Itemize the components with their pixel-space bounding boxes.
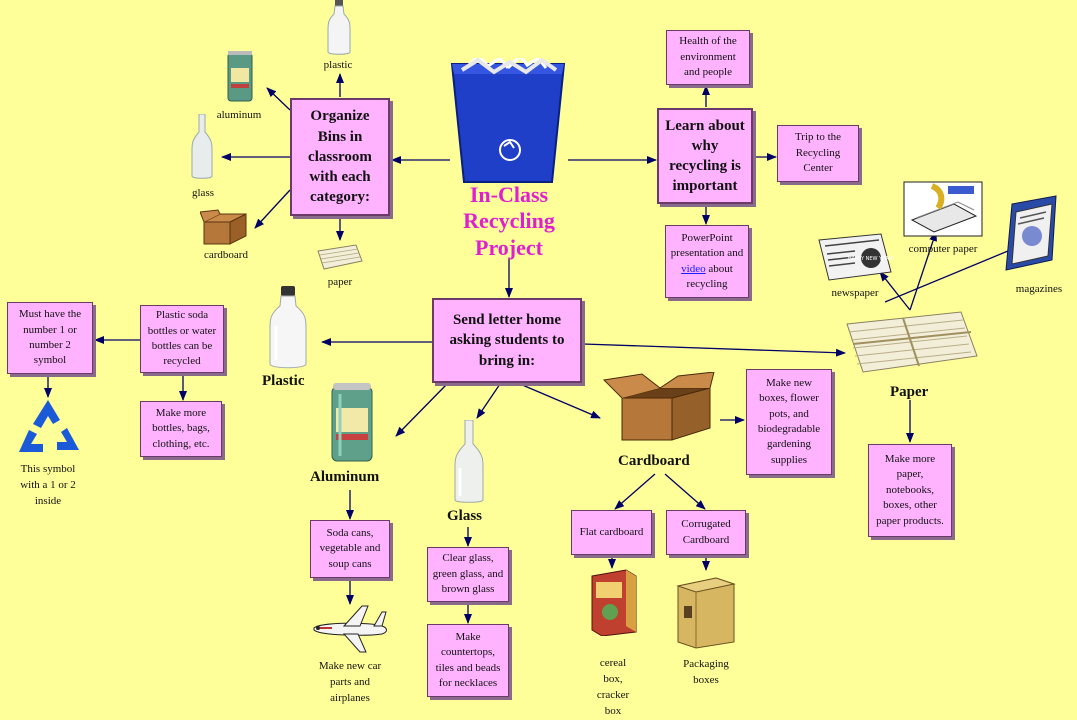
send-letter-box: Send letter home asking students to brin… xyxy=(432,298,582,383)
title-line-3: Project xyxy=(475,234,543,260)
aluminum-can-small-icon xyxy=(227,51,253,102)
glass-bottle-icon xyxy=(454,420,484,503)
recycling-bin-icon xyxy=(450,58,566,183)
newspaper-icon: HAPPY NEW YEAR! xyxy=(818,233,894,281)
cereal-box-icon xyxy=(591,569,637,636)
organize-glass-label: glass xyxy=(192,187,214,199)
plastic-bottle-small-icon xyxy=(327,0,351,55)
paper-label: Paper xyxy=(890,384,929,400)
video-link[interactable]: video xyxy=(681,262,706,275)
arrow-send-aluminum xyxy=(395,383,448,437)
arrow-org-aluminum xyxy=(266,87,291,111)
organize-cardboard-label: cardboard xyxy=(204,249,248,261)
symbol-caption-line-3: inside xyxy=(34,494,62,507)
powerpoint-text: PowerPoint presentation and video about … xyxy=(670,231,744,293)
packaging-box-icon xyxy=(676,577,736,649)
symbol-caption-line-1: This symbol xyxy=(20,463,76,475)
arrow-send-glass xyxy=(476,383,501,419)
make-bottles-box: Make more bottles, bags, clothing, etc. xyxy=(140,401,222,457)
aluminum-can-icon xyxy=(331,383,373,462)
new-car-parts-line-1: Make new car xyxy=(318,660,382,672)
title-line-1: In-Class xyxy=(469,182,549,207)
packaging-caption-line-1: Packaging xyxy=(683,658,729,670)
newspaper-headline: HAPPY NEW YEAR! xyxy=(848,256,894,262)
trip-box: Trip to the Recycling Center xyxy=(777,125,859,182)
must-have-symbol-box: Must have the number 1 or number 2 symbo… xyxy=(7,302,93,374)
make-more-paper-box: Make more paper, notebooks, boxes, other… xyxy=(868,444,952,537)
arrow-org-cardboard xyxy=(254,189,291,229)
paper-stack-small-icon xyxy=(317,244,363,270)
organize-paper-label: paper xyxy=(327,276,353,288)
arrow-send-paper xyxy=(582,343,846,357)
make-new-boxes-box: Make new boxes, flower pots, and biodegr… xyxy=(746,369,832,475)
cardboard-box-icon xyxy=(602,372,715,441)
organize-bins-box: Organize Bins in classroom with each cat… xyxy=(290,98,390,216)
new-car-parts-line-2: parts and xyxy=(329,675,370,688)
plastic-soda-box: Plastic soda bottles or water bottles ca… xyxy=(140,305,224,373)
arrow-cb-flat xyxy=(614,473,656,510)
glass-bottle-small-icon xyxy=(191,114,213,179)
flat-cardboard-box: Flat cardboard xyxy=(571,510,652,555)
symbol-caption-line-2: with a 1 or 2 xyxy=(20,478,76,491)
computer-paper-label: computer paper xyxy=(908,243,978,255)
glass-label: Glass xyxy=(447,508,483,524)
magazines-icon xyxy=(1005,195,1057,271)
organize-plastic-label: plastic xyxy=(323,59,353,71)
soda-cans-box: Soda cans, vegetable and soup cans xyxy=(310,520,390,578)
glass-kinds-box: Clear glass, green glass, and brown glas… xyxy=(427,547,509,602)
arrow-send-cardboard xyxy=(519,383,601,419)
recycle-symbol-icon xyxy=(19,400,79,452)
arrow-cb-corr xyxy=(664,473,706,510)
airplane-icon xyxy=(313,605,387,653)
corrugated-cardboard-box: Corrugated Cardboard xyxy=(666,510,746,555)
packaging-caption-line-2: boxes xyxy=(693,673,719,686)
organize-aluminum-label: aluminum xyxy=(216,109,262,121)
cereal-caption-line-3: cracker xyxy=(596,688,630,701)
plastic-bottle-icon xyxy=(269,286,307,369)
arrow-paper-newspaper xyxy=(879,271,911,311)
computer-paper-icon xyxy=(903,181,983,237)
arrow-paper-magazines xyxy=(884,245,1021,303)
new-car-parts-caption: Make new car parts and airplanes xyxy=(306,659,394,707)
plastic-label: Plastic xyxy=(262,373,305,389)
powerpoint-text-pre: PowerPoint presentation and xyxy=(670,231,744,260)
paper-bundle-icon xyxy=(846,311,978,373)
powerpoint-text-post: about recycling xyxy=(686,262,733,290)
aluminum-label: Aluminum xyxy=(310,469,380,485)
cereal-caption-line-2: box, xyxy=(603,672,623,685)
packaging-boxes-caption: Packaging boxes xyxy=(672,657,740,689)
map-title: In-Class Recycling Project xyxy=(447,182,571,261)
magazines-label: magazines xyxy=(1015,283,1063,295)
cereal-box-caption: cereal box, cracker box xyxy=(587,656,639,720)
title-line-2: Recycling xyxy=(463,208,555,234)
powerpoint-box: PowerPoint presentation and video about … xyxy=(665,225,749,298)
symbol-caption: This symbol with a 1 or 2 inside xyxy=(5,462,91,510)
new-car-parts-line-3: airplanes xyxy=(330,691,370,704)
health-box: Health of the environment and people xyxy=(666,30,750,85)
cardboard-box-small-icon xyxy=(200,209,247,245)
cereal-caption-line-4: box xyxy=(604,704,622,717)
learn-box: Learn about why recycling is important xyxy=(657,108,753,204)
cereal-caption-line-1: cereal xyxy=(599,657,627,669)
newspaper-label: newspaper xyxy=(831,287,879,299)
cardboard-label: Cardboard xyxy=(618,453,690,469)
arrow-paper-computer xyxy=(909,231,937,311)
make-countertops-box: Make countertops, tiles and beads for ne… xyxy=(427,624,509,697)
